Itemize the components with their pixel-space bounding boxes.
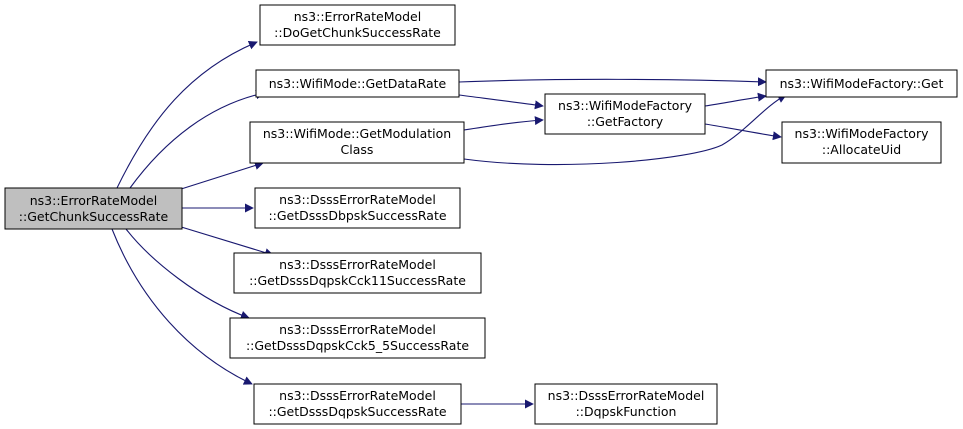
node-factory-get-box <box>765 69 958 98</box>
edge-root-to-cck11 <box>177 225 274 257</box>
node-root-get-chunk-success-rate[interactable]: ns3::ErrorRateModel ::GetChunkSuccessRat… <box>4 187 183 230</box>
edges <box>111 40 787 409</box>
edge-get-factory-to-factory-get <box>704 92 767 107</box>
node-get-factory-box <box>544 93 706 135</box>
node-root-box <box>4 187 183 230</box>
node-wifimode-get-modulation-class[interactable]: ns3::WifiMode::GetModulation Class <box>249 121 465 164</box>
node-allocate-uid-line-2: ::AllocateUid <box>822 142 901 157</box>
node-wifimodefactory-get-factory[interactable]: ns3::WifiModeFactory ::GetFactory <box>544 93 706 135</box>
node-dqpsk-box <box>253 383 462 425</box>
node-cck55-line-2: ::GetDsssDqpskCck5_5SuccessRate <box>246 338 469 353</box>
edge-get-data-rate-to-get-factory <box>458 94 544 110</box>
node-dsss-get-dbpsk-success-rate[interactable]: ns3::DsssErrorRateModel ::GetDsssDbpskSu… <box>254 187 461 229</box>
node-root-line-2: ::GetChunkSuccessRate <box>19 209 169 224</box>
node-allocate-uid-line-1: ns3::WifiModeFactory <box>795 126 930 141</box>
node-wifimode-get-data-rate[interactable]: ns3::WifiMode::GetDataRate <box>255 69 460 98</box>
node-get-data-rate-line-1: ns3::WifiMode::GetDataRate <box>269 76 447 91</box>
edge-get-mod-class-to-factory-get <box>463 94 787 166</box>
node-factory-get-line-1: ns3::WifiModeFactory::Get <box>780 76 944 91</box>
node-dbpsk-line-1: ns3::DsssErrorRateModel <box>279 192 436 207</box>
edge-get-factory-to-allocate-uid <box>704 123 782 141</box>
node-dbpsk-box <box>254 187 461 229</box>
node-dqpsk-line-1: ns3::DsssErrorRateModel <box>279 388 436 403</box>
node-get-mod-class-line-2: Class <box>341 142 374 157</box>
node-do-get-chunk-line-2: ::DoGetChunkSuccessRate <box>274 25 441 40</box>
node-get-factory-line-1: ns3::WifiModeFactory <box>558 98 693 113</box>
node-cck55-line-1: ns3::DsssErrorRateModel <box>279 322 436 337</box>
node-dqpsk-line-2: ::GetDsssDqpskSuccessRate <box>268 404 446 419</box>
node-dqpsk-function-box <box>534 383 718 425</box>
node-dqpsk-function-line-2: ::DqpskFunction <box>576 404 677 419</box>
node-get-mod-class-line-1: ns3::WifiMode::GetModulation <box>263 126 451 141</box>
node-root-line-1: ns3::ErrorRateModel <box>30 193 157 208</box>
node-allocate-uid-box <box>781 121 942 164</box>
node-wifimodefactory-allocate-uid[interactable]: ns3::WifiModeFactory ::AllocateUid <box>781 121 942 164</box>
node-cck11-line-2: ::GetDsssDqpskCck11SuccessRate <box>249 273 466 288</box>
node-dsss-get-dqpsk-success-rate[interactable]: ns3::DsssErrorRateModel ::GetDsssDqpskSu… <box>253 383 462 425</box>
node-cck55-box <box>229 317 486 359</box>
node-get-data-rate-box <box>255 69 460 98</box>
node-get-mod-class-box <box>249 121 465 164</box>
node-dsss-get-dqpsk-cck11-success-rate[interactable]: ns3::DsssErrorRateModel ::GetDsssDqpskCc… <box>233 252 482 294</box>
node-wifimodefactory-get[interactable]: ns3::WifiModeFactory::Get <box>765 69 958 98</box>
node-cck11-line-1: ns3::DsssErrorRateModel <box>279 257 436 272</box>
edge-get-mod-class-to-get-factory <box>463 116 544 131</box>
node-do-get-chunk-line-1: ns3::ErrorRateModel <box>294 9 421 24</box>
node-dqpsk-function-line-1: ns3::DsssErrorRateModel <box>548 388 705 403</box>
node-do-get-chunk-success-rate[interactable]: ns3::ErrorRateModel ::DoGetChunkSuccessR… <box>259 4 456 46</box>
edge-root-to-dqpsk <box>111 228 253 385</box>
edge-get-data-rate-to-factory-get <box>458 77 767 87</box>
node-dbpsk-line-2: ::GetDsssDbpskSuccessRate <box>268 208 446 223</box>
node-dsss-dqpsk-function[interactable]: ns3::DsssErrorRateModel ::DqpskFunction <box>534 383 718 425</box>
edge-root-to-get-mod-class <box>177 161 264 191</box>
node-do-get-chunk-box <box>259 4 456 46</box>
edge-root-to-cck55 <box>125 228 250 320</box>
node-get-factory-line-2: ::GetFactory <box>587 114 664 129</box>
edge-root-to-get-data-rate <box>129 90 265 189</box>
node-dsss-get-dqpsk-cck5-5-success-rate[interactable]: ns3::DsssErrorRateModel ::GetDsssDqpskCc… <box>229 317 486 359</box>
edge-root-to-do-get-chunk <box>116 40 258 189</box>
node-cck11-box <box>233 252 482 294</box>
